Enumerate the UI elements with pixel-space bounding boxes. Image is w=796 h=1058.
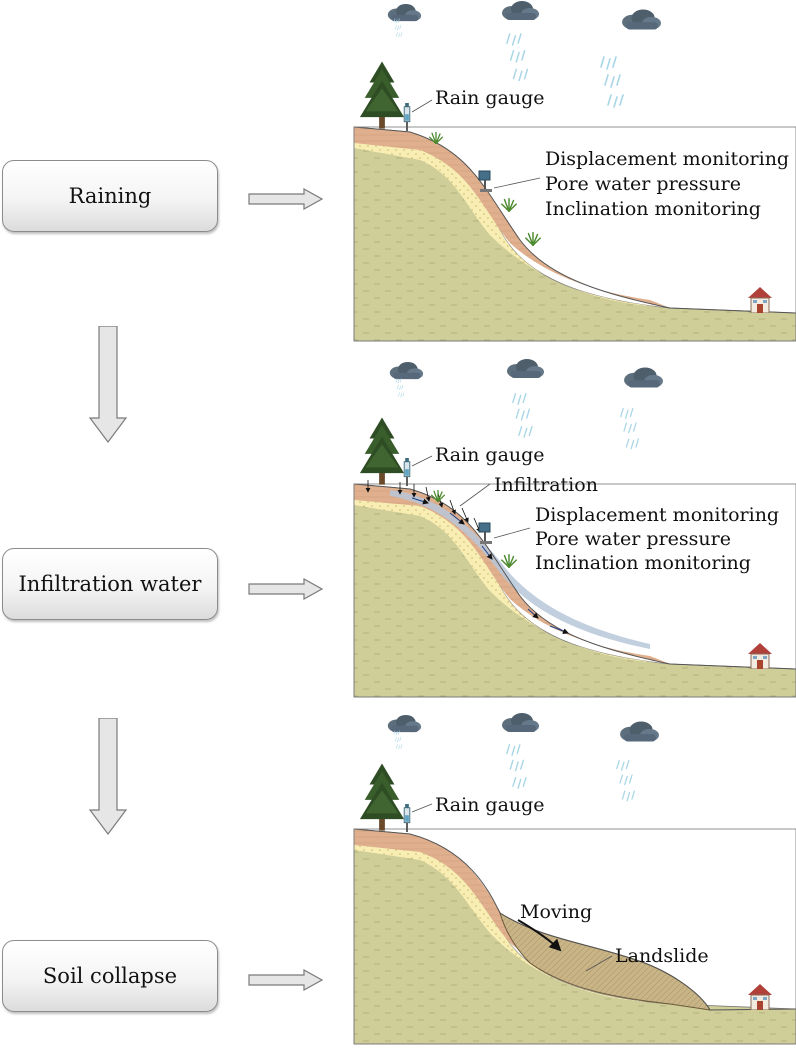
rain-icon: [620, 407, 640, 450]
topsoil-layer: [354, 484, 670, 664]
cloud-icon: [502, 1, 539, 20]
rain-icon: [506, 743, 527, 789]
house-icon: [748, 287, 772, 313]
monitoring-label: Displacement monitoring: [545, 148, 789, 170]
moving-arrow: [517, 919, 562, 952]
monitoring-label: Pore water pressure: [535, 528, 731, 550]
cloud-icon: [389, 362, 424, 380]
rain-gauge-icon: [403, 458, 411, 486]
down-arrow-1: [88, 326, 128, 443]
stage-label: Soil collapse: [42, 964, 178, 988]
monitoring-label: Pore water pressure: [545, 173, 741, 195]
topsoil-layer: [354, 829, 650, 998]
cloud-icon: [387, 715, 422, 733]
ground-surface: [353, 483, 796, 670]
seepage-arrows: [411, 497, 569, 634]
down-arrow-2: [88, 718, 128, 835]
cloud-icon: [622, 9, 661, 30]
cloud-icon: [620, 721, 659, 742]
grass-icon: [500, 198, 518, 212]
panel-frame: [353, 483, 796, 698]
tree-icon: [359, 417, 405, 485]
stage-label: Infiltration water: [18, 572, 202, 596]
panel-frame: [353, 828, 796, 1045]
ground-surface: [353, 126, 796, 314]
rain-gauge-label: Rain gauge: [435, 444, 545, 466]
rain-icon: [393, 730, 403, 750]
house-icon: [748, 984, 772, 1010]
right-arrow-2: [248, 578, 324, 600]
cloud-icon: [502, 713, 539, 732]
rain-icon: [616, 759, 636, 802]
rain-icon: [395, 378, 405, 398]
monitoring-label: Inclination monitoring: [535, 552, 751, 574]
house-icon: [748, 643, 772, 669]
topsoil-layer: [354, 127, 670, 308]
stage-box-infiltration-water: Infiltration water: [2, 548, 218, 620]
tree-icon: [359, 763, 405, 831]
monitoring-label: Inclination monitoring: [545, 198, 761, 220]
infiltration-label: Infiltration: [494, 474, 598, 496]
rain-icon: [506, 33, 529, 82]
slope-panel-soil-collapse: Rain gauge Moving Landslide: [350, 708, 796, 1058]
ground-surface: [353, 828, 796, 1011]
cloud-icon: [387, 4, 422, 22]
rain-gauge-label: Rain gauge: [435, 87, 545, 109]
rain-icon: [512, 392, 533, 438]
cloud-icon: [507, 359, 544, 378]
cloud-icon: [624, 367, 663, 388]
rain-gauge-label: Rain gauge: [435, 794, 545, 816]
landslide-label: Landslide: [615, 945, 709, 967]
slope-panel-raining: Rain gauge Displacement monitoring Pore …: [350, 0, 796, 350]
rain-icon: [600, 55, 625, 109]
monitoring-label: Displacement monitoring: [535, 504, 779, 526]
grass-icon: [500, 554, 518, 568]
panel-frame: [353, 126, 796, 342]
tree-icon: [359, 61, 405, 129]
moving-label: Moving: [520, 901, 592, 923]
rain-icon: [393, 18, 403, 38]
stage-label: Raining: [68, 184, 152, 208]
rain-gauge-icon: [403, 804, 411, 832]
slope-panel-infiltration: Rain gauge Infiltration Displacement mon…: [350, 356, 796, 706]
grass-icon: [524, 232, 542, 246]
stage-box-raining: Raining: [2, 160, 218, 232]
bedrock-layer: [353, 828, 796, 1045]
stage-box-soil-collapse: Soil collapse: [2, 940, 218, 1012]
right-arrow-3: [248, 969, 324, 991]
right-arrow-1: [248, 188, 324, 210]
